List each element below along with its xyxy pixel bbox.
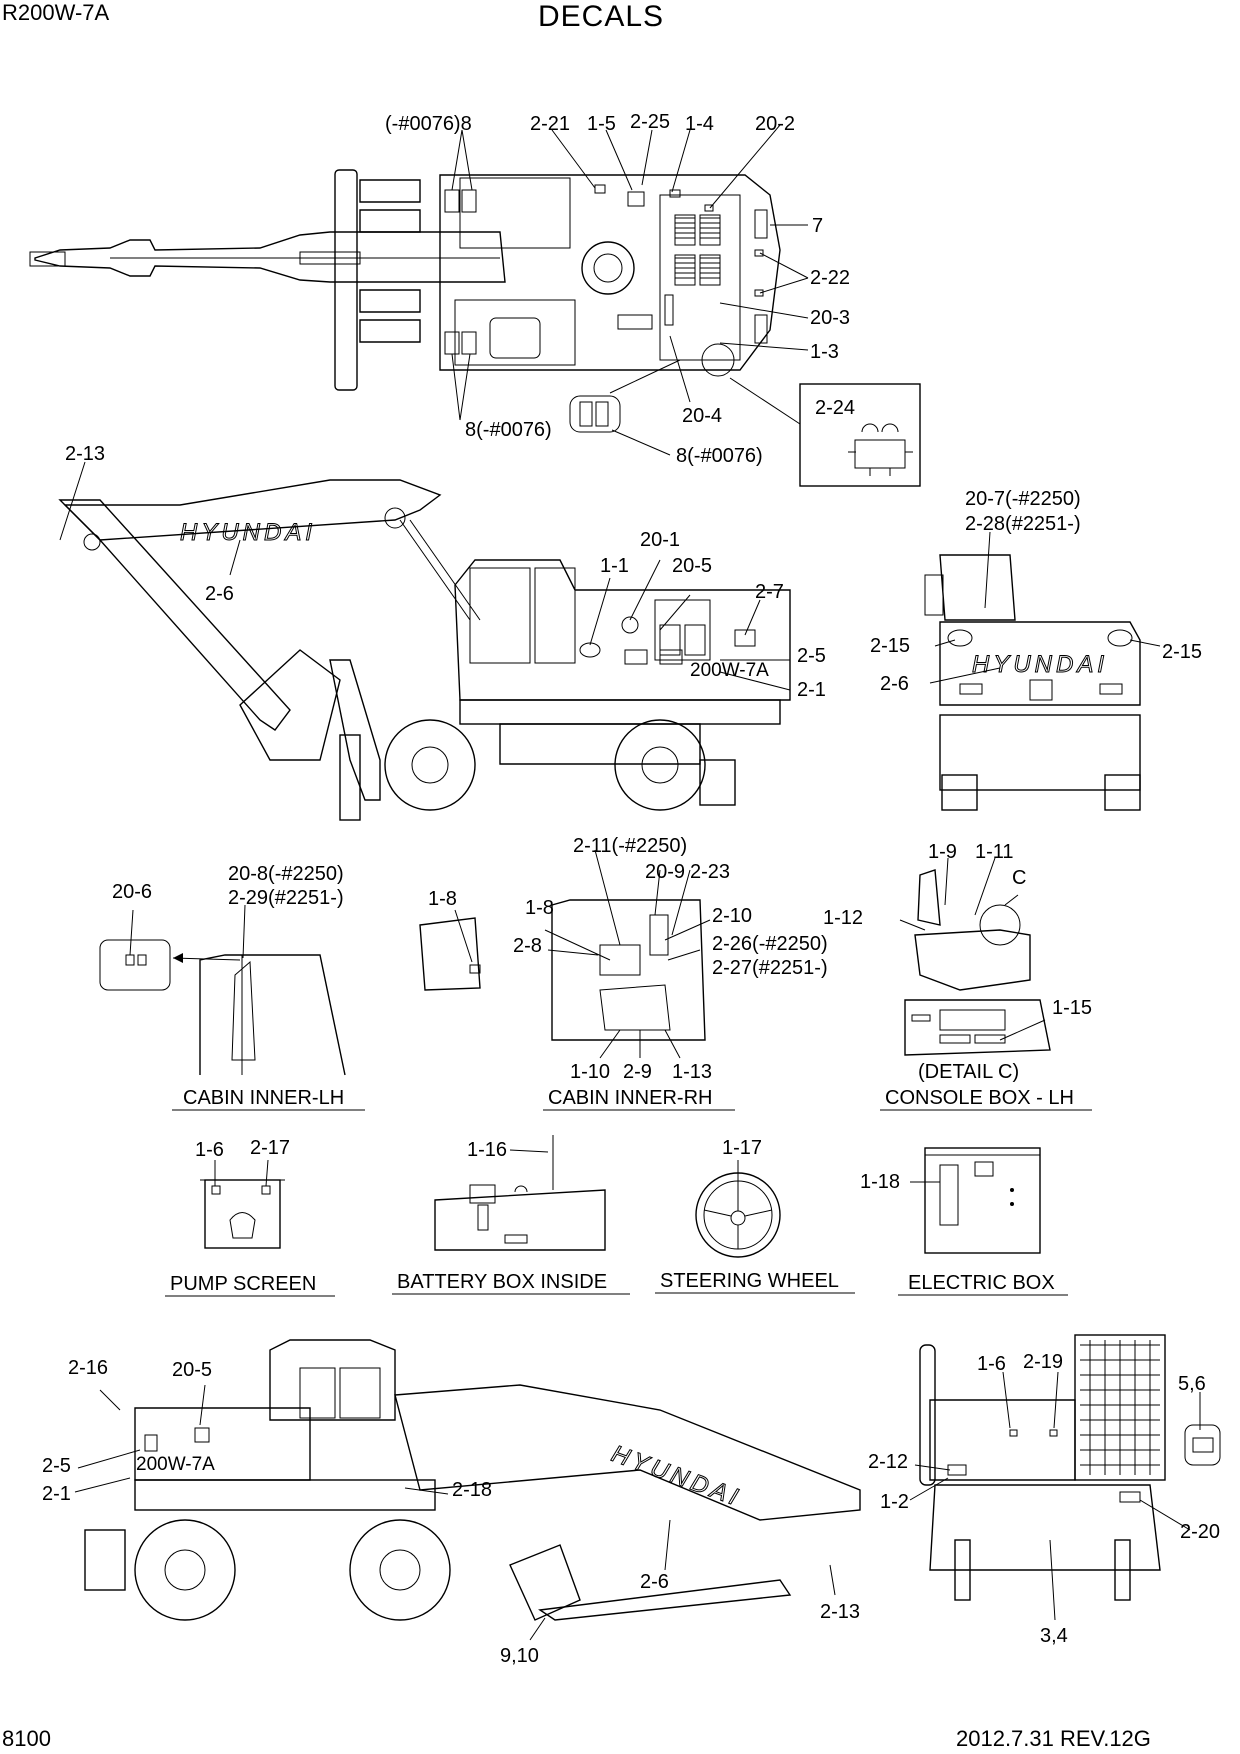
callout-2-6-bottom: 2-6 [640,1571,669,1593]
console-box-view: 1-9 1-11 C 1-12 1-15 (DETAIL C) CONSOLE … [823,841,1092,1111]
callout-20-9: 20-9 [645,861,685,883]
callout-20-4: 20-4 [682,405,722,427]
rear-logo: HYUNDAI [972,651,1108,678]
steering-wheel-view: 1-17 STEERING WHEEL [655,1137,855,1294]
callout-2-15-right: 2-15 [1162,641,1202,663]
label-console-box: CONSOLE BOX - LH [885,1087,1074,1109]
page-title: DECALS [538,0,664,33]
side-view-lh: HYUNDAI 200W-7A 2-13 2-6 20-1 1-1 20-5 2… [58,443,826,821]
callout-2-20: 2-20 [1180,1521,1220,1543]
callout-1-2: 1-2 [880,1491,909,1513]
callout-1-16: 1-16 [467,1139,507,1161]
front-view: 1-6 2-19 5,6 2-12 1-2 2-20 3,4 [868,1334,1221,1647]
label-battery-box: BATTERY BOX INSIDE [397,1271,607,1293]
callout-20-2: 20-2 [755,113,795,135]
boom-logo: HYUNDAI [180,519,316,546]
callout-2-10: 2-10 [712,905,752,927]
callout-1-17: 1-17 [722,1137,762,1159]
callout-1-1: 1-1 [600,555,629,577]
callout-2-15-left: 2-15 [870,635,910,657]
sticker-1-8-view: 1-8 [419,888,481,991]
label-detail-c: (DETAIL C) [918,1061,1019,1083]
callout-20-3: 20-3 [810,307,850,329]
callout-1-6-pump: 1-6 [195,1139,224,1161]
rear-view: HYUNDAI 20-7(-#2250) 2-28(#2251-) 2-15 2… [870,488,1202,811]
callout-2-29: 2-29(#2251-) [228,887,344,909]
callout-2-1-bottom: 2-1 [42,1483,71,1505]
callout-1-10: 1-10 [570,1061,610,1083]
callout-1-3: 1-3 [810,341,839,363]
battery-box-view: 1-16 BATTERY BOX INSIDE [392,1135,630,1295]
model-number: R200W-7A [2,0,110,25]
callout-20-1: 20-1 [640,529,680,551]
callout-2-9: 2-9 [623,1061,652,1083]
callout-2-6-top: 2-6 [205,583,234,605]
callout-2-11: 2-11(-#2250) [573,835,687,857]
callout-20-5-top: 20-5 [672,555,712,577]
callout-2-5-top: 2-5 [797,645,826,667]
callout-1-4: 1-4 [685,113,714,135]
callout-1-8-right: 1-8 [525,897,554,919]
callout-2-5-bottom: 2-5 [42,1455,71,1477]
callout-1-5: 1-5 [587,113,616,135]
callout-20-7: 20-7(-#2250) [965,488,1081,510]
callout-1-15: 1-15 [1052,997,1092,1019]
callout-2-12: 2-12 [868,1451,908,1473]
label-cabin-inner-lh: CABIN INNER-LH [183,1087,344,1109]
callout-2-22: 2-22 [810,267,850,289]
callout-1-18: 1-18 [860,1171,900,1193]
label-steering-wheel: STEERING WHEEL [660,1270,839,1292]
pump-screen-view: 1-6 2-17 PUMP SCREEN [165,1137,335,1297]
callout-2-18: 2-18 [452,1479,492,1501]
callout-9-10: 9,10 [500,1645,539,1667]
callout-2-24: 2-24 [815,397,855,419]
callout-2-21: 2-21 [530,113,570,135]
callout-2-25: 2-25 [630,111,670,133]
callout-2-1-top: 2-1 [797,679,826,701]
label-cabin-inner-rh: CABIN INNER-RH [548,1087,712,1109]
revision-label: 2012.7.31 REV.12G [956,1726,1151,1751]
callout-5-6: 5,6 [1178,1373,1206,1395]
side-badge: 200W-7A [690,660,769,681]
callout-1-8-left: 1-8 [428,888,457,910]
rh-badge: 200W-7A [136,1454,215,1475]
callout-2-19: 2-19 [1023,1351,1063,1373]
callout-1-12: 1-12 [823,907,863,929]
callout-3-4: 3,4 [1040,1625,1068,1647]
callout-2-17: 2-17 [250,1137,290,1159]
cabin-inner-rh-view: 2-11(-#2250) 20-9 2-23 1-8 2-10 2-8 2-26… [513,835,828,1111]
label-pump-screen: PUMP SCREEN [170,1273,316,1295]
label-electric-box: ELECTRIC BOX [908,1272,1055,1294]
callout-c: C [1012,867,1026,889]
callout-top-8-b: 8(-#0076) [465,419,552,441]
electric-box-view: 1-18 ELECTRIC BOX [860,1147,1068,1296]
callout-2-23: 2-23 [690,861,730,883]
callout-top-8-a: (-#0076)8 [385,113,472,135]
cabin-inner-lh-view: 20-6 20-8(-#2250) 2-29(#2251-) CABIN INN… [99,863,365,1111]
rh-boom-logo: HYUNDAI [608,1440,745,1512]
callout-20-5-bottom: 20-5 [172,1359,212,1381]
callout-1-13: 1-13 [672,1061,712,1083]
callout-2-13-top: 2-13 [65,443,105,465]
callout-1-6-front: 1-6 [977,1353,1006,1375]
callout-1-11: 1-11 [975,841,1014,863]
callout-2-26: 2-26(-#2250) [712,933,828,955]
callout-2-13-bottom: 2-13 [820,1601,860,1623]
callout-2-6-rear: 2-6 [880,673,909,695]
side-view-rh: 200W-7A HYUNDAI 2-16 20-5 2-5 2-1 2-18 2… [42,1339,861,1667]
callout-2-28: 2-28(#2251-) [965,513,1081,535]
callout-top-8-c: 8(-#0076) [676,445,763,467]
callout-1-9: 1-9 [928,841,957,863]
callout-2-7: 2-7 [755,581,784,603]
callout-20-6: 20-6 [112,881,152,903]
callout-20-8: 20-8(-#2250) [228,863,344,885]
page-number: 8100 [2,1726,51,1751]
top-view: (-#0076)8 2-21 1-5 2-25 1-4 20-2 7 2-22 … [29,111,921,487]
callout-2-8: 2-8 [513,935,542,957]
callout-2-16: 2-16 [68,1357,108,1379]
callout-7: 7 [812,215,823,237]
callout-2-27: 2-27(#2251-) [712,957,828,979]
